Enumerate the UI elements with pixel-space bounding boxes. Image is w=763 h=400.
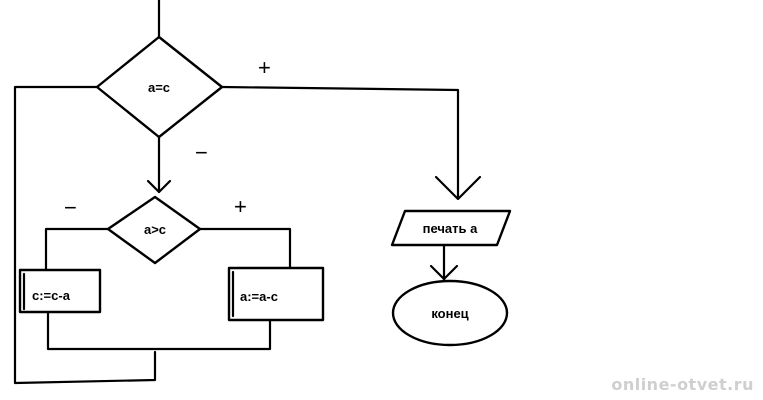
decision-a-greater-c-label: a>c <box>144 222 166 237</box>
output-print-a <box>390 209 512 247</box>
connector-yes-to-print <box>220 85 460 199</box>
connector-inner-no <box>44 227 110 272</box>
terminator-end-label: конец <box>431 306 468 321</box>
inner-yes-mark: + <box>234 194 247 219</box>
merge-connector <box>46 310 272 351</box>
outer-no-mark: − <box>195 140 208 165</box>
outer-yes-mark: + <box>258 55 271 80</box>
process-c-minus-a <box>18 268 102 314</box>
arrowhead-to-end <box>429 264 459 281</box>
arrowhead-to-print <box>434 175 482 201</box>
watermark: online-otvet.ru <box>611 375 754 394</box>
decision-a-greater-c <box>106 195 202 265</box>
arrowhead-to-inner <box>146 179 172 194</box>
output-print-a-label: печать а <box>423 221 479 236</box>
decision-a-equals-c-label: a=c <box>148 80 170 95</box>
connector-inner-yes <box>198 227 292 270</box>
process-a-minus-c-label: a:=a-c <box>240 289 278 304</box>
inner-no-mark: − <box>64 195 77 220</box>
process-a-minus-c <box>227 266 325 322</box>
loop-back-connector <box>13 85 157 385</box>
terminator-end <box>391 279 509 347</box>
process-c-minus-a-label: c:=c-a <box>32 288 71 303</box>
